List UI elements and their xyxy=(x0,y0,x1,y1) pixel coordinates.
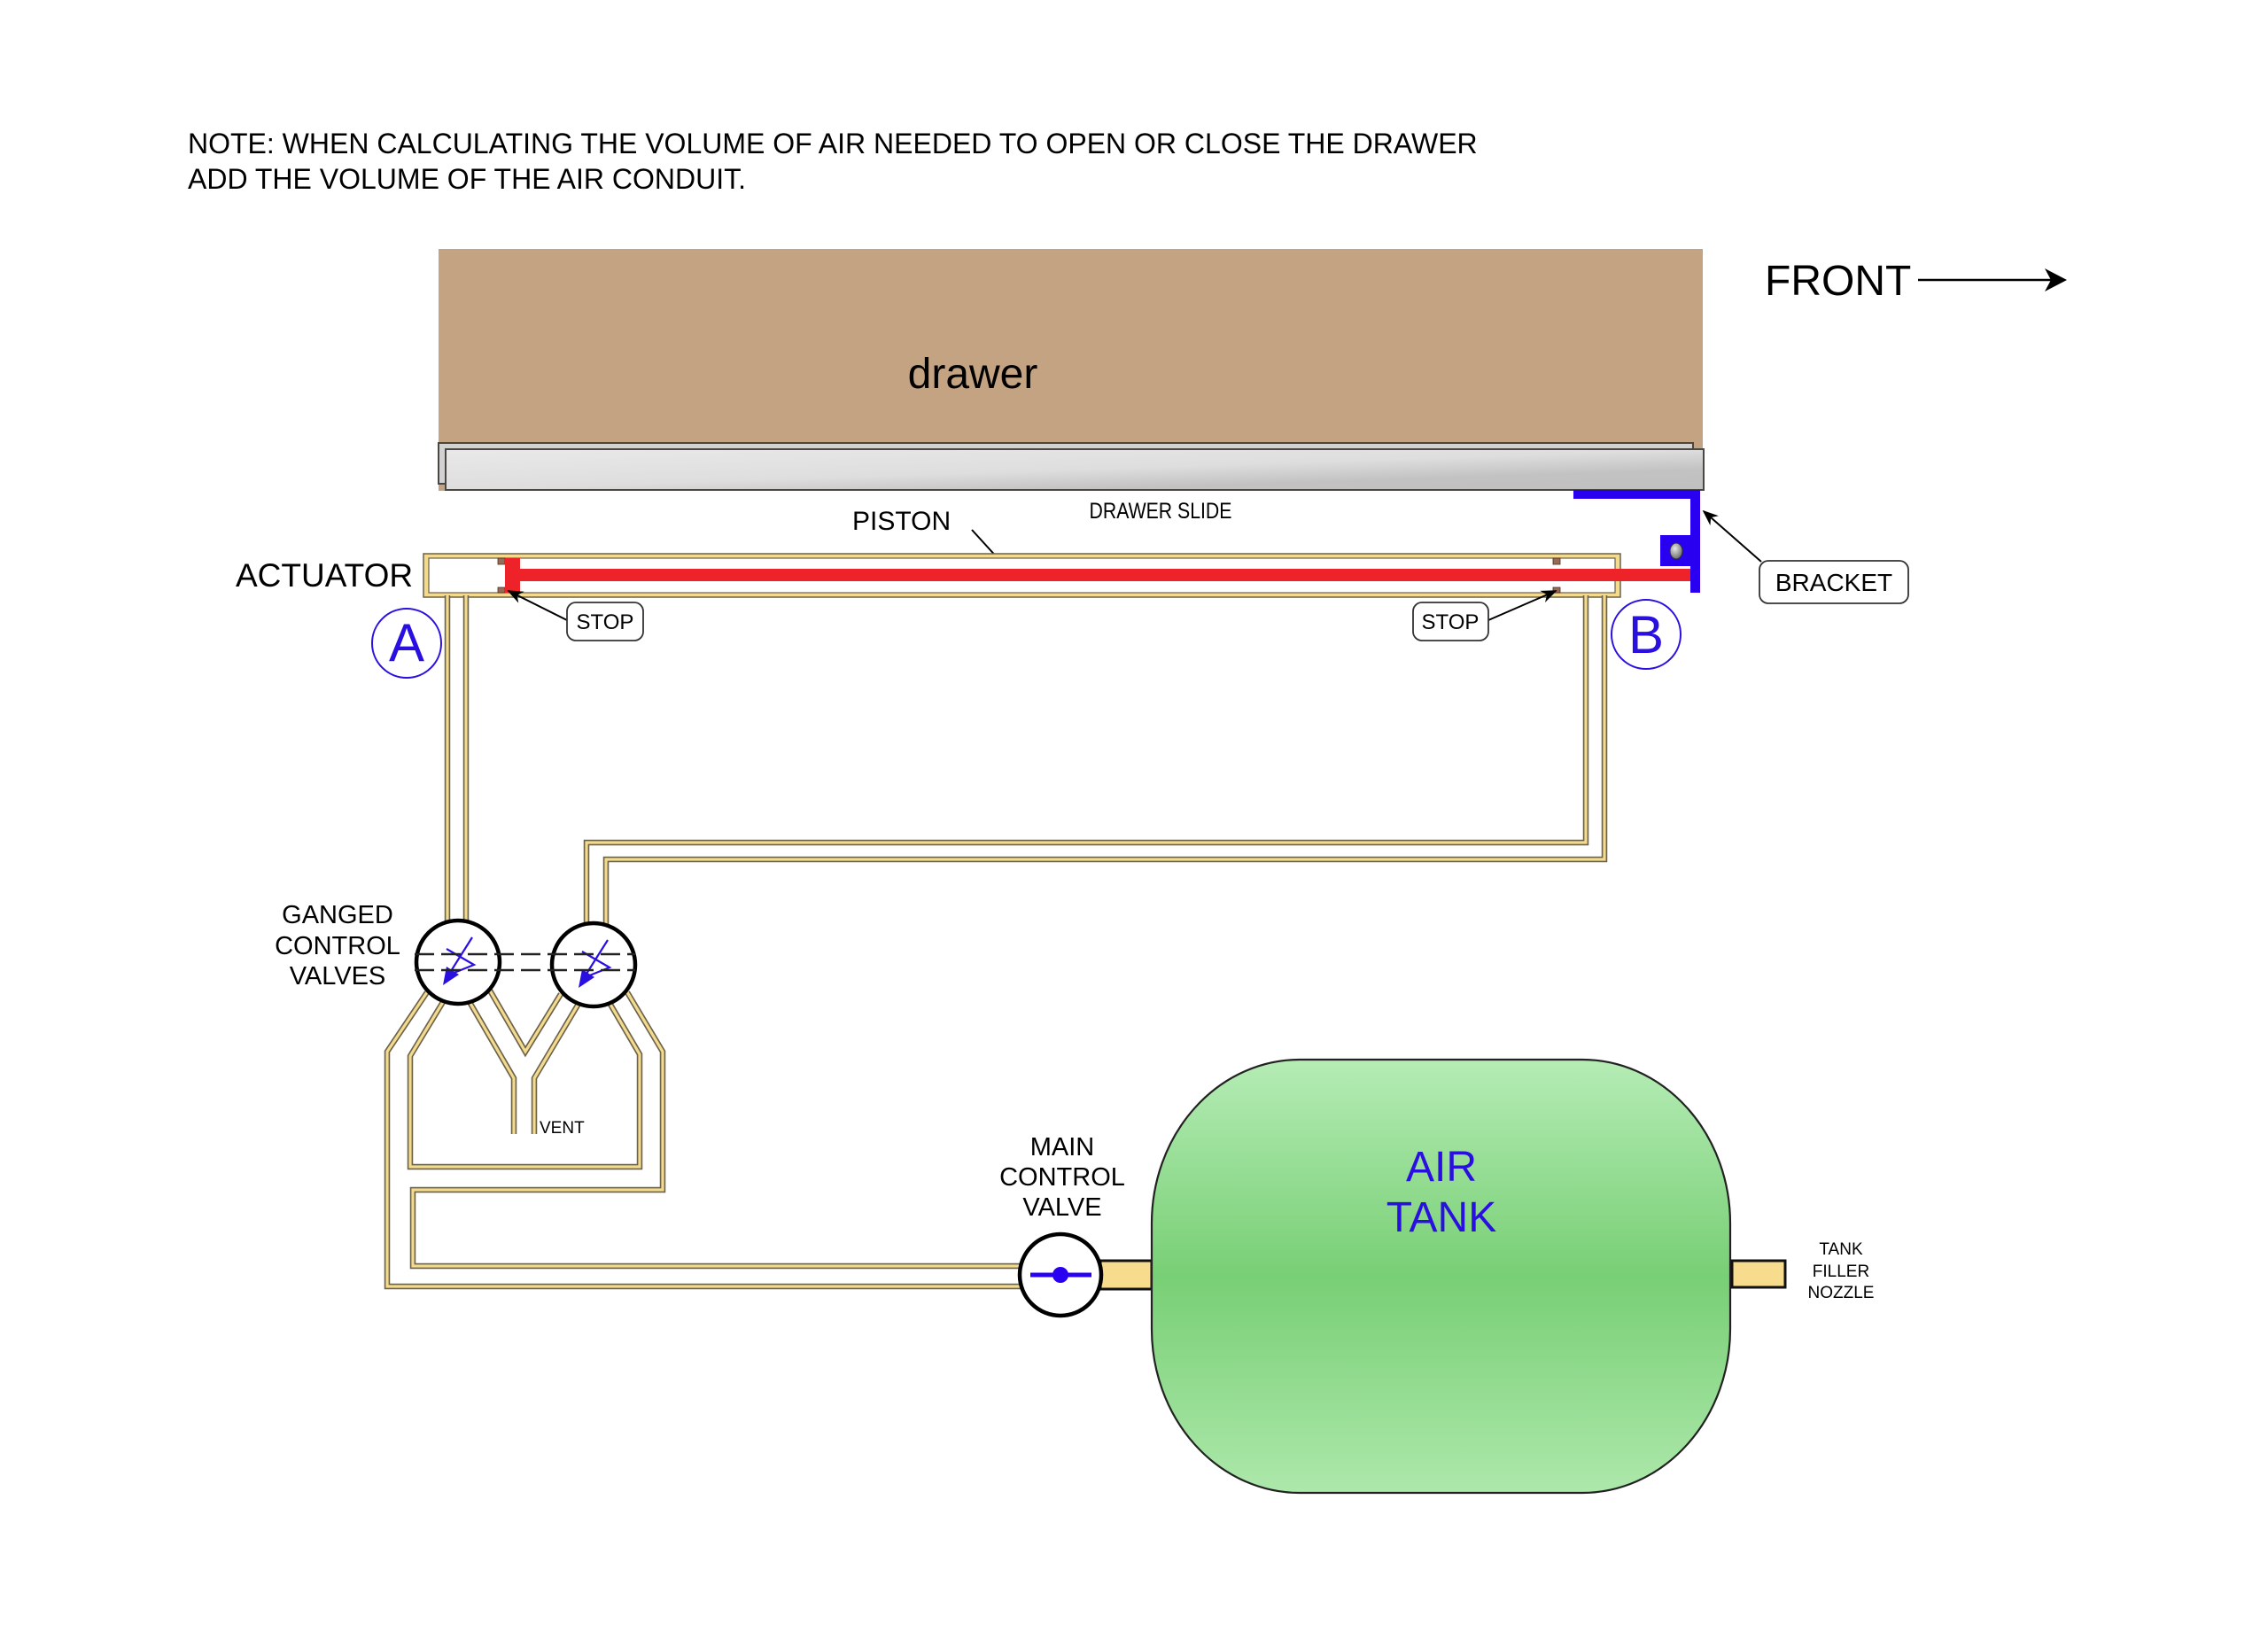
ganged-valves-label: GANGED CONTROL VALVES xyxy=(275,901,400,991)
stop-callout-left: STOP xyxy=(507,590,644,641)
main-control-valve[interactable] xyxy=(1017,1231,1104,1318)
valve-icon xyxy=(579,939,612,988)
main-valve-label-line-1: MAIN xyxy=(1030,1133,1095,1161)
note-line-1: NOTE: WHEN CALCULATING THE VOLUME OF AIR… xyxy=(188,128,1478,159)
pipe-vent-left xyxy=(467,1000,517,1134)
ganged-valve-2[interactable] xyxy=(549,921,638,1009)
bracket xyxy=(1573,490,1700,593)
pipe-vent-right xyxy=(531,1002,581,1134)
tank-label-line-2: TANK xyxy=(1386,1194,1496,1241)
bracket-callout: BRACKET xyxy=(1702,509,1909,604)
drawer: drawer xyxy=(438,249,1705,491)
port-a-label: A xyxy=(389,613,424,672)
main-valve-label: MAIN CONTROL VALVE xyxy=(999,1133,1125,1222)
ganged-label-line-1: GANGED xyxy=(282,901,393,929)
bracket-label: BRACKET xyxy=(1775,569,1892,596)
nozzle-label-line-2: FILLER xyxy=(1813,1262,1869,1281)
port-b-label: B xyxy=(1628,605,1664,664)
nozzle-label-line-1: TANK xyxy=(1819,1240,1863,1259)
bracket-pin-icon xyxy=(1669,542,1683,560)
ganged-valve-1[interactable] xyxy=(414,918,502,1006)
vent-label: VENT xyxy=(540,1119,585,1138)
note-line-2: ADD THE VOLUME OF THE AIR CONDUIT. xyxy=(188,163,746,195)
arrow-right-icon xyxy=(1918,268,2067,291)
port-b-marker: B xyxy=(1611,599,1682,670)
main-valve-label-line-3: VALVE xyxy=(1022,1193,1101,1222)
pipe-supply-outer xyxy=(384,991,1021,1290)
port-a-marker: A xyxy=(371,608,442,679)
drawer-slide-rail xyxy=(445,448,1705,491)
drawer-slide-label: DRAWER SLIDE xyxy=(1090,498,1232,523)
tank-filler-nozzle[interactable] xyxy=(1730,1259,1787,1289)
pipe-valve-link-v xyxy=(487,989,563,1058)
stop-label-left: STOP xyxy=(577,610,634,634)
pipe-port-b-outer xyxy=(583,595,1589,925)
drawer-label: drawer xyxy=(908,351,1038,398)
air-tank: AIR TANK xyxy=(1150,1058,1732,1495)
nozzle-label-line-3: NOZZLE xyxy=(1808,1284,1875,1302)
note-text: NOTE: WHEN CALCULATING THE VOLUME OF AIR… xyxy=(188,128,1478,195)
stop-left-top xyxy=(497,557,506,565)
air-conduit xyxy=(384,595,1608,1290)
stop-label-right: STOP xyxy=(1422,610,1480,634)
valve-tank-connector xyxy=(1099,1259,1153,1291)
stop-callout-right: STOP xyxy=(1412,590,1557,641)
actuator-label: ACTUATOR xyxy=(236,557,413,594)
stop-left-bottom xyxy=(497,587,506,594)
pipe-port-b-inner xyxy=(602,595,1608,926)
nozzle-label: TANK FILLER NOZZLE xyxy=(1808,1240,1875,1302)
front-label: FRONT xyxy=(1765,258,1911,305)
piston xyxy=(505,558,1690,593)
gang-linkage xyxy=(415,952,635,972)
pipe-supply-inner xyxy=(409,991,1021,1270)
stop-right-top xyxy=(1552,557,1561,565)
piston-label: PISTON xyxy=(852,507,951,536)
ganged-label-line-3: VALVES xyxy=(290,962,386,991)
main-valve-label-line-2: CONTROL xyxy=(999,1163,1125,1192)
front-indicator: FRONT xyxy=(1765,258,2067,305)
pipe-crossover-inner xyxy=(407,1000,643,1170)
ganged-label-line-2: CONTROL xyxy=(275,932,400,960)
valve-handle-icon xyxy=(1030,1267,1091,1283)
tank-label-line-1: AIR xyxy=(1406,1144,1477,1191)
